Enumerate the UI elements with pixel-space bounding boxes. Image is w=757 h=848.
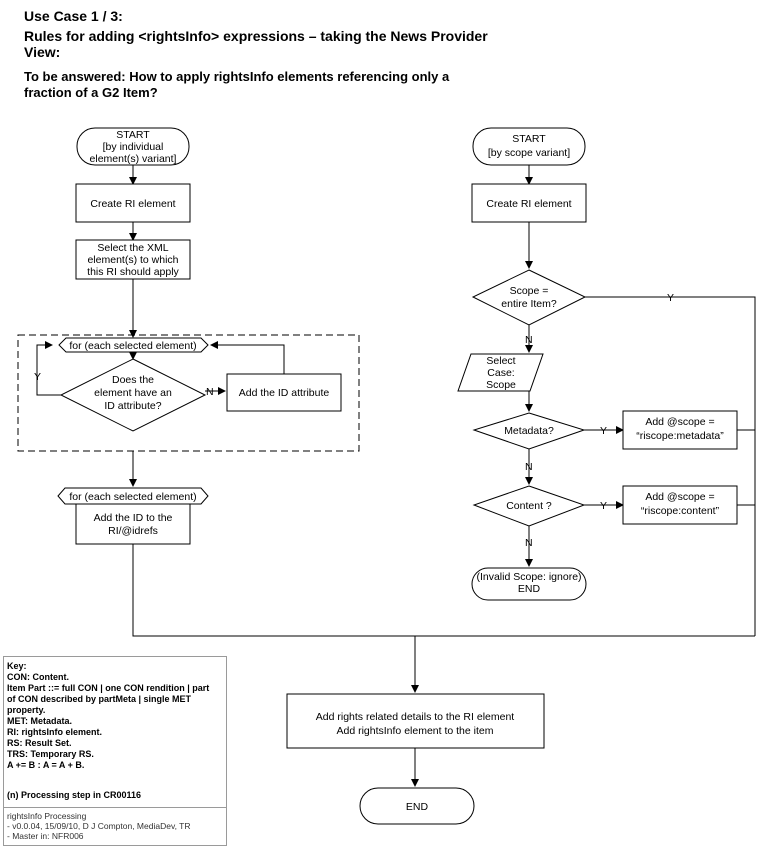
connector xyxy=(132,544,755,637)
footer-line: rightsInfo Processing xyxy=(7,811,87,821)
metadata-decision xyxy=(472,412,586,450)
left-select-xml-box xyxy=(75,239,191,280)
add-scope-metadata-box xyxy=(622,410,738,450)
connector-loop-back xyxy=(210,341,285,374)
connector-scope-yes xyxy=(585,296,756,636)
question-text: How to apply rightsInfo elements referen… xyxy=(129,69,450,84)
key-legend: Key: CON: Content. Item Part ::= full CO… xyxy=(3,656,227,846)
left-create-ri-box xyxy=(75,183,191,223)
metadata-yes-label: Y xyxy=(600,425,607,437)
add-scope-meta-line1: Add @scope = xyxy=(645,416,714,428)
decision-line2: element have an xyxy=(94,387,172,399)
key-line: CON: Content. xyxy=(7,672,69,682)
key-line: RS: Result Set. xyxy=(7,738,72,748)
question-line1: To be answered: How to apply rightsInfo … xyxy=(24,69,449,85)
add-rights-details-box xyxy=(286,693,545,749)
add-scope-content-box xyxy=(622,485,738,525)
loop-label-shape-2 xyxy=(57,487,209,505)
content-yes-label: Y xyxy=(600,500,607,512)
add-scope-meta-line2: “riscope:metadata” xyxy=(636,430,724,442)
select-xml-line3: this RI should apply xyxy=(87,266,179,278)
key-line: Item Part ::= full CON | one CON renditi… xyxy=(7,683,210,693)
left-start-line1: START xyxy=(116,129,150,141)
select-case-shape xyxy=(457,353,544,392)
decision-line3: ID attribute? xyxy=(104,400,161,412)
key-legend-body: Key: CON: Content. Item Part ::= full CO… xyxy=(4,657,226,807)
add-id-attribute-label: Add the ID attribute xyxy=(239,387,330,399)
right-start-terminator xyxy=(472,127,586,166)
scope-no-label: N xyxy=(525,334,533,346)
add-idrefs-box xyxy=(75,503,191,545)
connector-yes xyxy=(36,341,77,396)
select-xml-line2: element(s) to which xyxy=(87,254,178,266)
loop-label: for (each selected element) xyxy=(69,340,196,352)
rules-title-line1: Rules for adding <rightsInfo> expression… xyxy=(24,28,488,44)
decision-no-label: N xyxy=(206,386,214,398)
key-line: Key: xyxy=(7,661,27,671)
key-line: A += B : A = A + B. xyxy=(7,760,85,770)
left-start-line2: [by individual xyxy=(103,141,164,153)
key-line: property. xyxy=(7,705,46,715)
question-line2: fraction of a G2 Item? xyxy=(24,85,158,100)
select-case-line3: Scope xyxy=(486,379,516,391)
right-start-line1: START xyxy=(512,133,546,145)
select-xml-line1: Select the XML xyxy=(97,242,168,254)
content-no-label: N xyxy=(525,537,533,549)
right-create-ri-label: Create RI element xyxy=(486,198,571,210)
end-terminator xyxy=(359,787,475,825)
key-line: of CON described by partMeta | single ME… xyxy=(7,694,192,704)
add-scope-content-line1: Add @scope = xyxy=(645,491,714,503)
rules-title-line2: View: xyxy=(24,44,61,60)
add-idrefs-line1: Add the ID to the xyxy=(94,512,173,524)
loop-label-shape xyxy=(58,337,209,353)
select-case-line2: Case: xyxy=(487,367,514,379)
loop-boundary xyxy=(17,334,360,452)
select-case-line1: Select xyxy=(486,355,515,367)
add-scope-content-line2: “riscope:content” xyxy=(641,505,720,517)
scope-yes-label: Y xyxy=(667,292,674,304)
right-start-line2: [by scope variant] xyxy=(488,147,570,159)
end-label: END xyxy=(406,801,429,813)
key-line: TRS: Temporary RS. xyxy=(7,749,94,759)
metadata-decision-label: Metadata? xyxy=(504,425,554,437)
invalid-end-line1: (Invalid Scope: ignore) xyxy=(476,571,581,583)
add-id-attribute-box xyxy=(226,373,342,412)
add-idrefs-line2: RI/@idrefs xyxy=(108,525,158,537)
key-line: (n) Processing step in CR00116 xyxy=(7,790,142,800)
decision-yes-label: Y xyxy=(34,371,41,383)
left-create-ri-label: Create RI element xyxy=(90,198,175,210)
content-decision xyxy=(472,485,586,527)
key-line: RI: rightsInfo element. xyxy=(7,727,103,737)
right-create-ri-box xyxy=(471,183,587,223)
footer-line: - Master in: NFR006 xyxy=(7,831,84,841)
decision-line1: Does the xyxy=(112,374,154,386)
loop-label-2: for (each selected element) xyxy=(69,491,196,503)
invalid-end-line2: END xyxy=(518,583,541,595)
id-attribute-decision xyxy=(59,358,207,432)
content-decision-label: Content ? xyxy=(506,500,552,512)
metadata-no-label: N xyxy=(525,461,533,473)
key-line: MET: Metadata. xyxy=(7,716,73,726)
left-start-line3: element(s) variant] xyxy=(90,153,177,165)
add-rights-line1: Add rights related details to the RI ele… xyxy=(316,711,515,723)
add-rights-line2: Add rightsInfo element to the item xyxy=(336,725,493,737)
footer-line: - v0.0.04, 15/09/10, D J Compton, MediaD… xyxy=(7,821,191,831)
scope-decision-line1: Scope = xyxy=(510,285,549,297)
use-case-title: Use Case 1 / 3: xyxy=(24,8,123,24)
question-prefix: To be answered: xyxy=(24,69,130,84)
scope-decision xyxy=(471,269,587,326)
key-line xyxy=(7,771,222,782)
key-footer: rightsInfo Processing - v0.0.04, 15/09/1… xyxy=(4,807,226,844)
left-start-terminator xyxy=(76,127,190,166)
invalid-end-terminator xyxy=(471,567,587,601)
scope-decision-line2: entire Item? xyxy=(501,298,557,310)
